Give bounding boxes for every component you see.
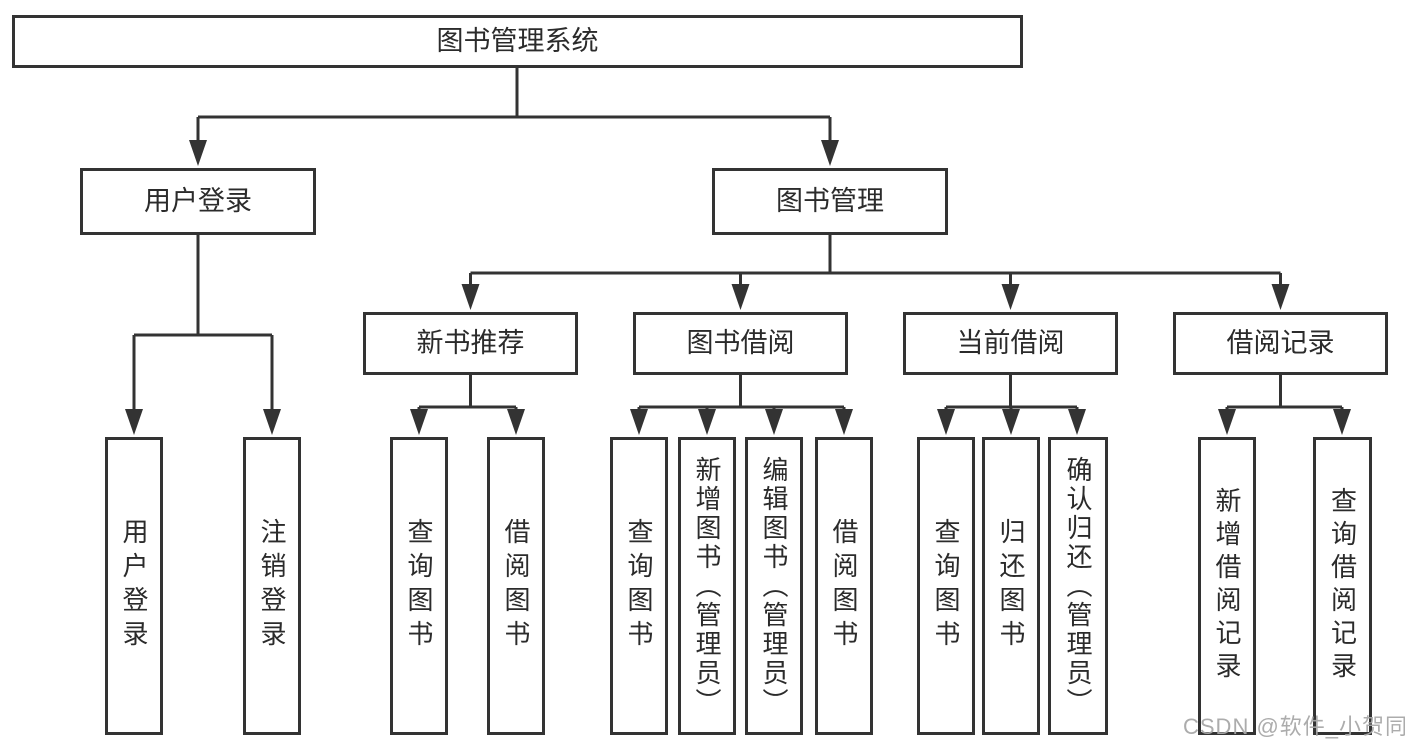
node-book-management: 图书管理 — [712, 168, 948, 235]
node-new-book-recommend: 新书推荐 — [363, 312, 578, 375]
leaf-edit-book-admin: 编辑图书（管理员） — [745, 437, 803, 735]
leaf-add-borrow-record: 新增借阅记录 — [1198, 437, 1256, 735]
leaf-logout-login: 注销登录 — [243, 437, 301, 735]
leaf-query-borrow-record: 查询借阅记录 — [1313, 437, 1372, 735]
leaf-add-book-admin: 新增图书（管理员） — [678, 437, 736, 735]
leaf-add-borrow-record-label: 新增借阅记录 — [1212, 487, 1242, 685]
leaf-borrow-books-recommend-label: 借阅图书 — [501, 518, 531, 654]
leaf-logout-login-label: 注销登录 — [257, 518, 287, 654]
node-borrow-records-label: 借阅记录 — [1226, 328, 1335, 358]
node-book-borrow: 图书借阅 — [633, 312, 848, 375]
leaf-return-book: 归还图书 — [982, 437, 1040, 735]
leaf-user-login-label: 用户登录 — [119, 518, 149, 654]
leaf-query-books-current-label: 查询图书 — [931, 518, 961, 654]
node-book-management-label: 图书管理 — [776, 186, 884, 216]
node-user-login: 用户登录 — [80, 168, 316, 235]
leaf-confirm-return-admin: 确认归还（管理员） — [1048, 437, 1108, 735]
leaf-query-books-borrow: 查询图书 — [610, 437, 668, 735]
node-book-borrow-label: 图书借阅 — [686, 328, 795, 358]
leaf-add-book-admin-label: 新增图书（管理员） — [692, 455, 722, 717]
leaf-borrow-books: 借阅图书 — [815, 437, 873, 735]
leaf-query-borrow-record-label: 查询借阅记录 — [1327, 487, 1358, 685]
root-node-library-system: 图书管理系统 — [12, 15, 1023, 68]
leaf-borrow-books-recommend: 借阅图书 — [487, 437, 545, 735]
leaf-query-books-recommend-label: 查询图书 — [404, 518, 434, 654]
leaf-user-login: 用户登录 — [105, 437, 163, 735]
root-node-label: 图书管理系统 — [436, 26, 599, 56]
leaf-return-book-label: 归还图书 — [996, 518, 1026, 654]
watermark-text: CSDN @软件_小贺同学 — [1183, 714, 1405, 739]
leaf-edit-book-admin-label: 编辑图书（管理员） — [759, 455, 789, 717]
node-current-borrow: 当前借阅 — [903, 312, 1118, 375]
node-current-borrow-label: 当前借阅 — [956, 328, 1065, 358]
leaf-query-books-recommend: 查询图书 — [390, 437, 448, 735]
leaf-query-books-borrow-label: 查询图书 — [624, 518, 654, 654]
leaf-query-books-current: 查询图书 — [917, 437, 975, 735]
node-new-book-recommend-label: 新书推荐 — [416, 328, 525, 358]
leaf-confirm-return-admin-label: 确认归还（管理员） — [1063, 455, 1093, 717]
node-borrow-records: 借阅记录 — [1173, 312, 1388, 375]
leaf-borrow-books-label: 借阅图书 — [829, 518, 859, 654]
node-user-login-label: 用户登录 — [144, 186, 252, 216]
